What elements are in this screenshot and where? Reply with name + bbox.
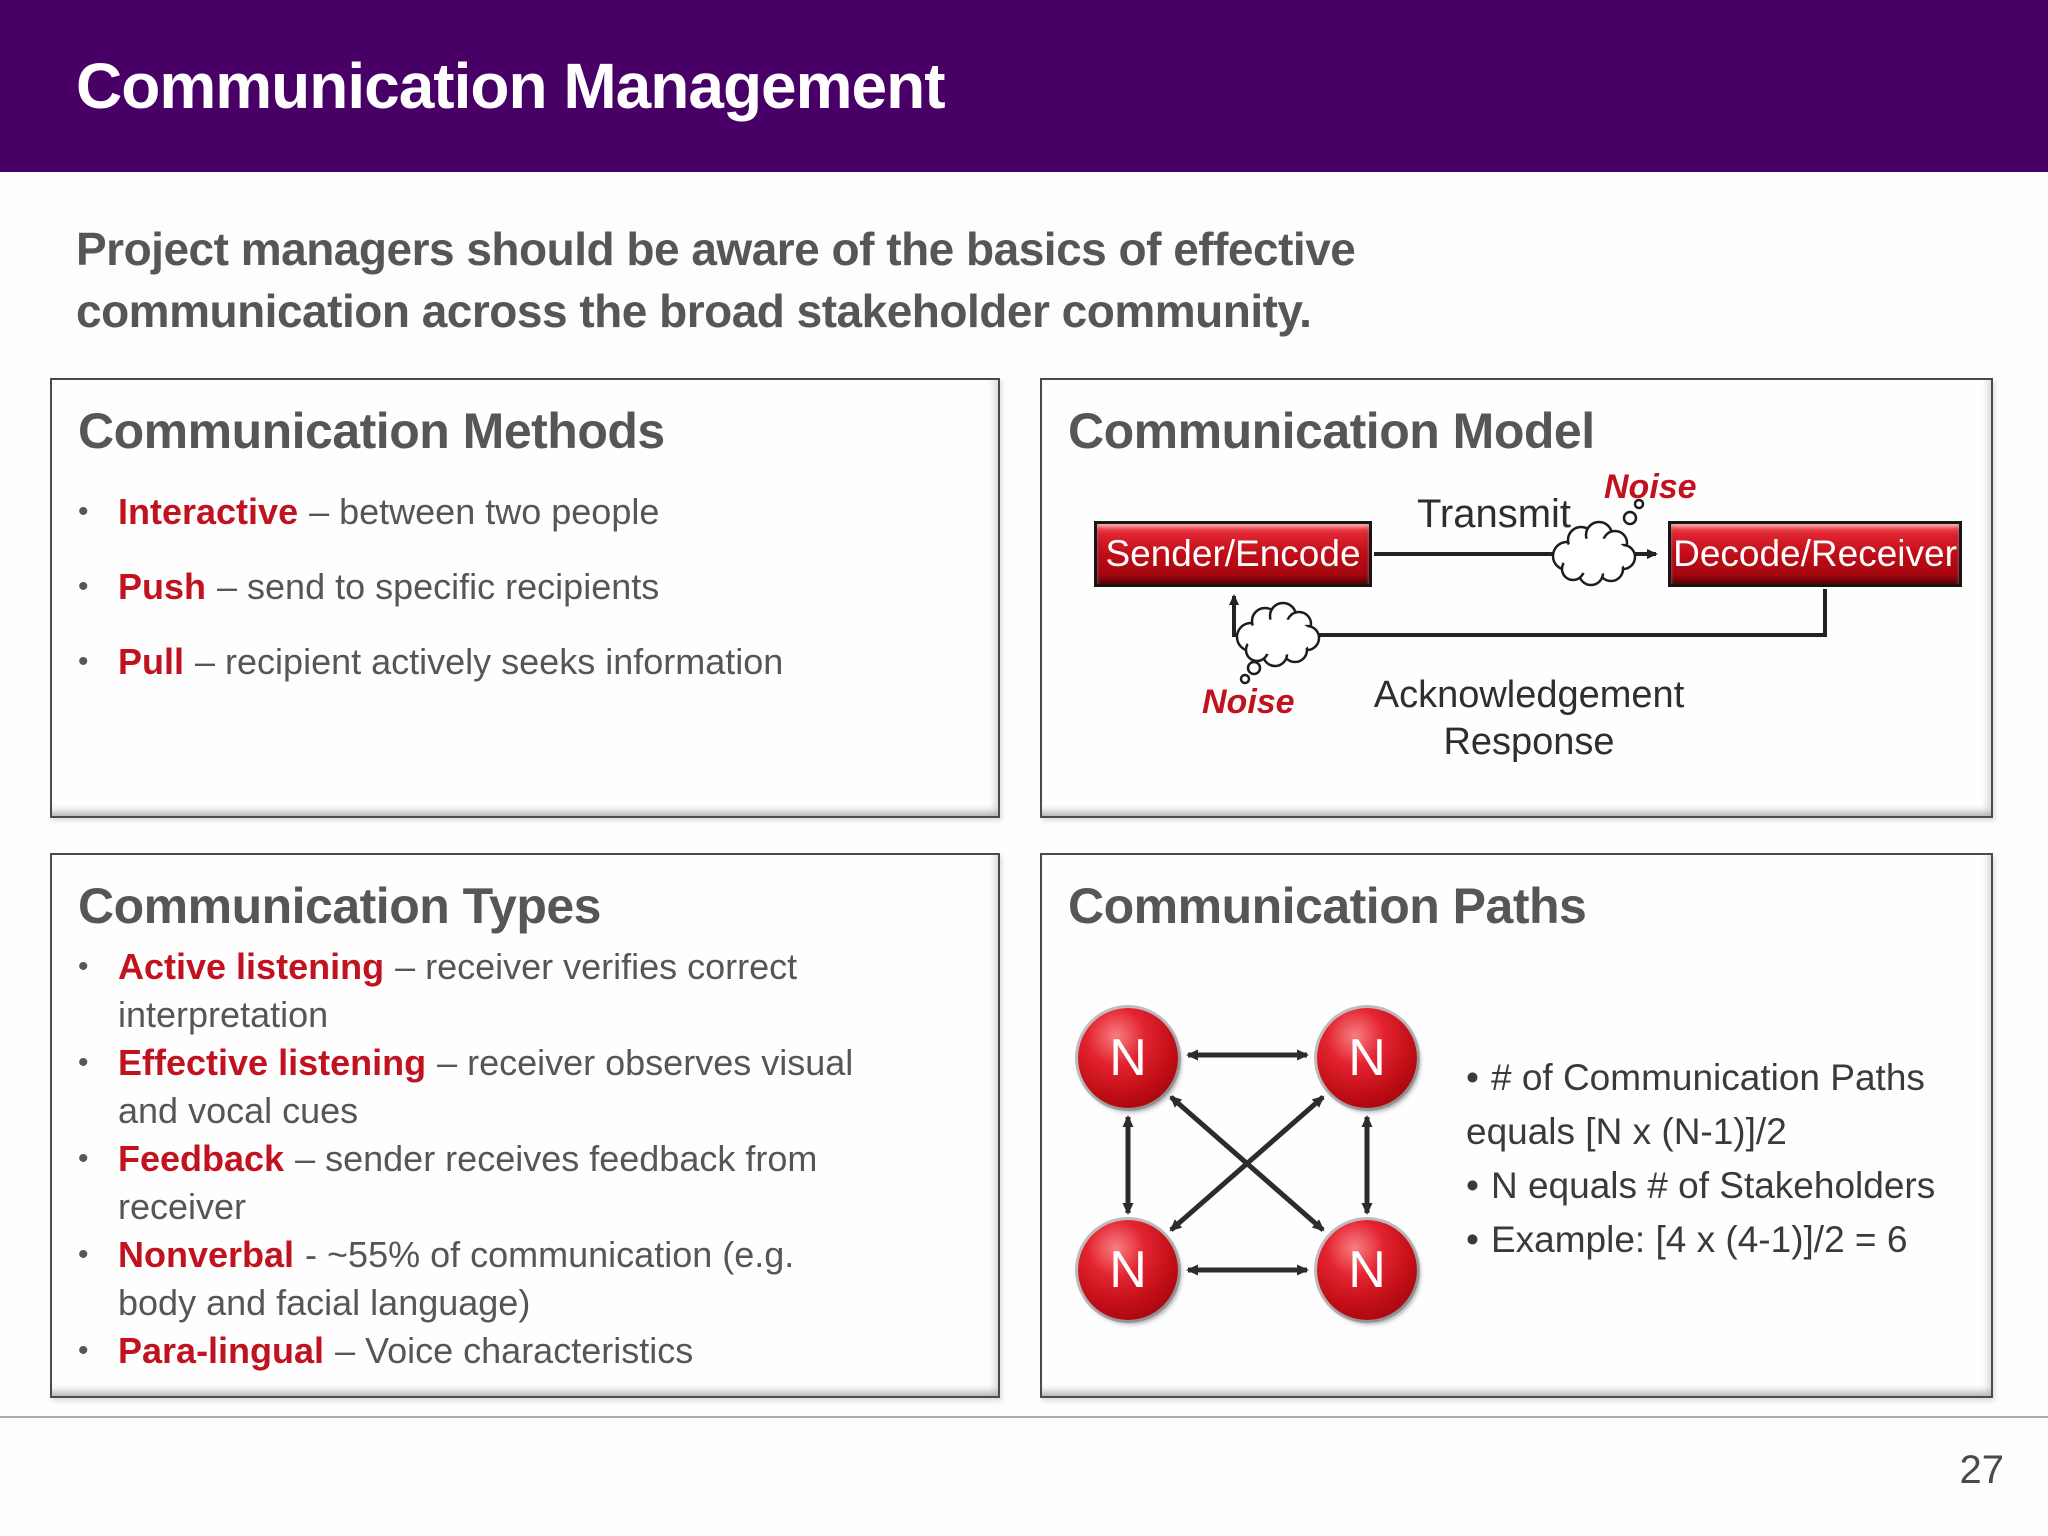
bullet-text: Pull– recipient actively seeks informati… [118, 638, 998, 686]
bullet-marker: • [78, 645, 89, 678]
bullet-description: – receiver verifies correct [395, 946, 798, 987]
panel-communication-model: Communication Model [1040, 378, 1993, 818]
bullet-description: – between two people [309, 491, 660, 532]
panel-title: Communication Methods [78, 403, 665, 459]
bullet-keyword: Active listening [118, 946, 385, 987]
transmit-label: Transmit [1416, 492, 1572, 536]
bullet-marker: • [78, 1238, 89, 1271]
bullet-keyword: Push [118, 566, 207, 607]
bullet-item: • Nonverbal- ~55% of communication (e.g. b… [78, 1231, 998, 1327]
bullet-item: • Para-lingual– Voice characteristics [78, 1327, 998, 1375]
footer-divider [0, 1416, 2048, 1418]
bullet-description: – recipient actively seeks information [195, 641, 784, 682]
noise-label-bottom: Noise [1202, 683, 1295, 721]
acknowledgement-label: Acknowledgement Response [1373, 674, 1685, 763]
noise-cloud-top [1551, 498, 1645, 587]
noise-label-top: Noise [1604, 468, 1697, 506]
stakeholder-node: N [1078, 1220, 1178, 1320]
bullet-text: Push– send to specific recipients [118, 563, 998, 611]
bullet-marker: • [1466, 1219, 1479, 1260]
panel-title: Communication Types [78, 878, 601, 934]
paths-diagram-svg [1122, 1049, 1373, 1276]
bullet-text: Para-lingual– Voice characteristics [118, 1327, 998, 1375]
paths-text-line: equals [N x (N-1)]/2 [1466, 1111, 1787, 1152]
bullet-item: • Pull– recipient actively seeks informat… [78, 638, 998, 686]
subtitle-line: communication across the broad stakehold… [76, 285, 1312, 337]
bullet-keyword: Interactive [118, 491, 299, 532]
receiver-box: Decode/Receiver [1668, 521, 1962, 587]
bullet-description: interpretation [118, 994, 329, 1035]
panel-title: Communication Model [1068, 403, 1595, 459]
bullet-item: • Interactive– between two people [78, 488, 998, 536]
bullet-marker: • [78, 1046, 89, 1079]
bullet-item: • Push– send to specific recipients [78, 563, 998, 611]
paths-text-line: •N equals # of Stakeholders [1466, 1165, 1936, 1206]
model-diagram-svg [1229, 498, 1827, 685]
bullet-text: Nonverbal- ~55% of communication (e.g. bo… [118, 1231, 998, 1327]
subtitle: Project managers should be aware of the … [76, 218, 1356, 342]
bullet-item: • Feedback– sender receives feedback from… [78, 1135, 998, 1231]
panel-communication-paths: Communication Paths N N N N [1040, 853, 1993, 1398]
panel-title: Communication Paths [1068, 878, 1587, 934]
bullet-marker: • [78, 495, 89, 528]
panel-communication-methods: Communication Methods • Interactive– betw… [50, 378, 1000, 818]
stakeholder-node: N [1317, 1008, 1417, 1108]
bullet-list: • Active listening– receiver verifies cor… [52, 943, 998, 1375]
bullet-description: body and facial language) [118, 1282, 531, 1323]
bullet-item: • Effective listening– receiver observes … [78, 1039, 998, 1135]
page-header: Communication Management [0, 0, 2048, 172]
bullet-description: and vocal cues [118, 1090, 359, 1131]
bullet-keyword: Para-lingual [118, 1330, 325, 1371]
bullet-keyword: Nonverbal [118, 1234, 295, 1275]
bullet-description: – send to specific recipients [217, 566, 660, 607]
path-arrow [1169, 1095, 1325, 1232]
bullet-marker: • [1466, 1057, 1479, 1098]
bullet-description: – receiver observes visual [437, 1042, 854, 1083]
sender-box: Sender/Encode [1094, 521, 1372, 587]
bullet-list: • Interactive– between two people • Push– s… [52, 488, 998, 686]
feedback-arrow [1229, 589, 1827, 637]
bullet-text: Active listening– receiver verifies corr… [118, 943, 998, 1039]
stakeholder-node: N [1078, 1008, 1178, 1108]
page-number: 27 [1959, 1448, 2005, 1492]
bullet-text: Feedback– sender receives feedback from r… [118, 1135, 998, 1231]
page-title: Communication Management [76, 50, 946, 122]
paths-text-line: •# of Communication Paths [1466, 1057, 1925, 1098]
panel-communication-types: Communication Types •Active listening– r… [50, 853, 1000, 1398]
bullet-description: – Voice characteristics [335, 1330, 694, 1371]
bullet-description: receiver [118, 1186, 247, 1227]
bullet-marker: • [78, 570, 89, 603]
bullet-marker: • [78, 950, 89, 983]
bullet-text: Interactive– between two people [118, 488, 998, 536]
paths-text-block: •# of Communication Paths equals [N x (N-… [1466, 1051, 1935, 1267]
bullet-marker: • [78, 1142, 89, 1175]
bullet-marker: • [78, 1334, 89, 1367]
bullet-marker: • [1466, 1165, 1479, 1206]
paths-text-line: •Example: [4 x (4-1)]/2 = 6 [1466, 1219, 1908, 1260]
bullet-keyword: Feedback [118, 1138, 285, 1179]
bullet-keyword: Pull [118, 641, 185, 682]
stakeholder-node: N [1317, 1220, 1417, 1320]
bullet-description: – sender receives feedback from [295, 1138, 818, 1179]
bullet-text: Effective listening– receiver observes v… [118, 1039, 998, 1135]
subtitle-line: Project managers should be aware of the … [76, 223, 1356, 275]
sender-label: Sender/Encode [1105, 533, 1361, 574]
receiver-label: Decode/Receiver [1673, 533, 1957, 574]
noise-cloud-bottom [1235, 601, 1321, 685]
bullet-item: • Active listening– receiver verifies cor… [78, 943, 998, 1039]
bullet-description: - ~55% of communication (e.g. [305, 1234, 795, 1275]
bullet-keyword: Effective listening [118, 1042, 427, 1083]
